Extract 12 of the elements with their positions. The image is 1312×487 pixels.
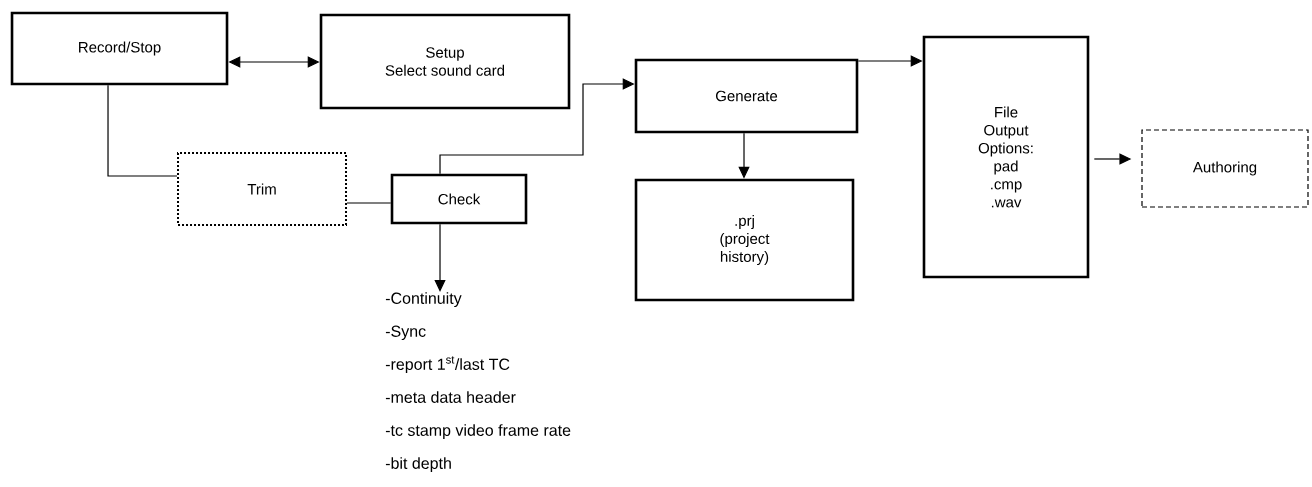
process-box: Record/Stop xyxy=(10,11,229,86)
process-box: Setup Select sound card xyxy=(319,13,571,110)
process-box: File Output Options: pad .cmp .wav xyxy=(922,35,1090,279)
process-box: Trim xyxy=(177,152,347,226)
process-box: Check xyxy=(390,173,528,225)
process-box: Generate xyxy=(634,58,859,134)
process-box: .prj (project history) xyxy=(634,178,855,302)
process-box: Authoring xyxy=(1141,129,1309,208)
connector-line xyxy=(346,202,392,204)
connector-line xyxy=(107,84,178,177)
check-list: -Continuity -Sync -report 1$^{st}$/last TC -meta data header -tc stamp video frame rate -bit depth xyxy=(385,292,571,473)
arrow xyxy=(434,223,446,292)
